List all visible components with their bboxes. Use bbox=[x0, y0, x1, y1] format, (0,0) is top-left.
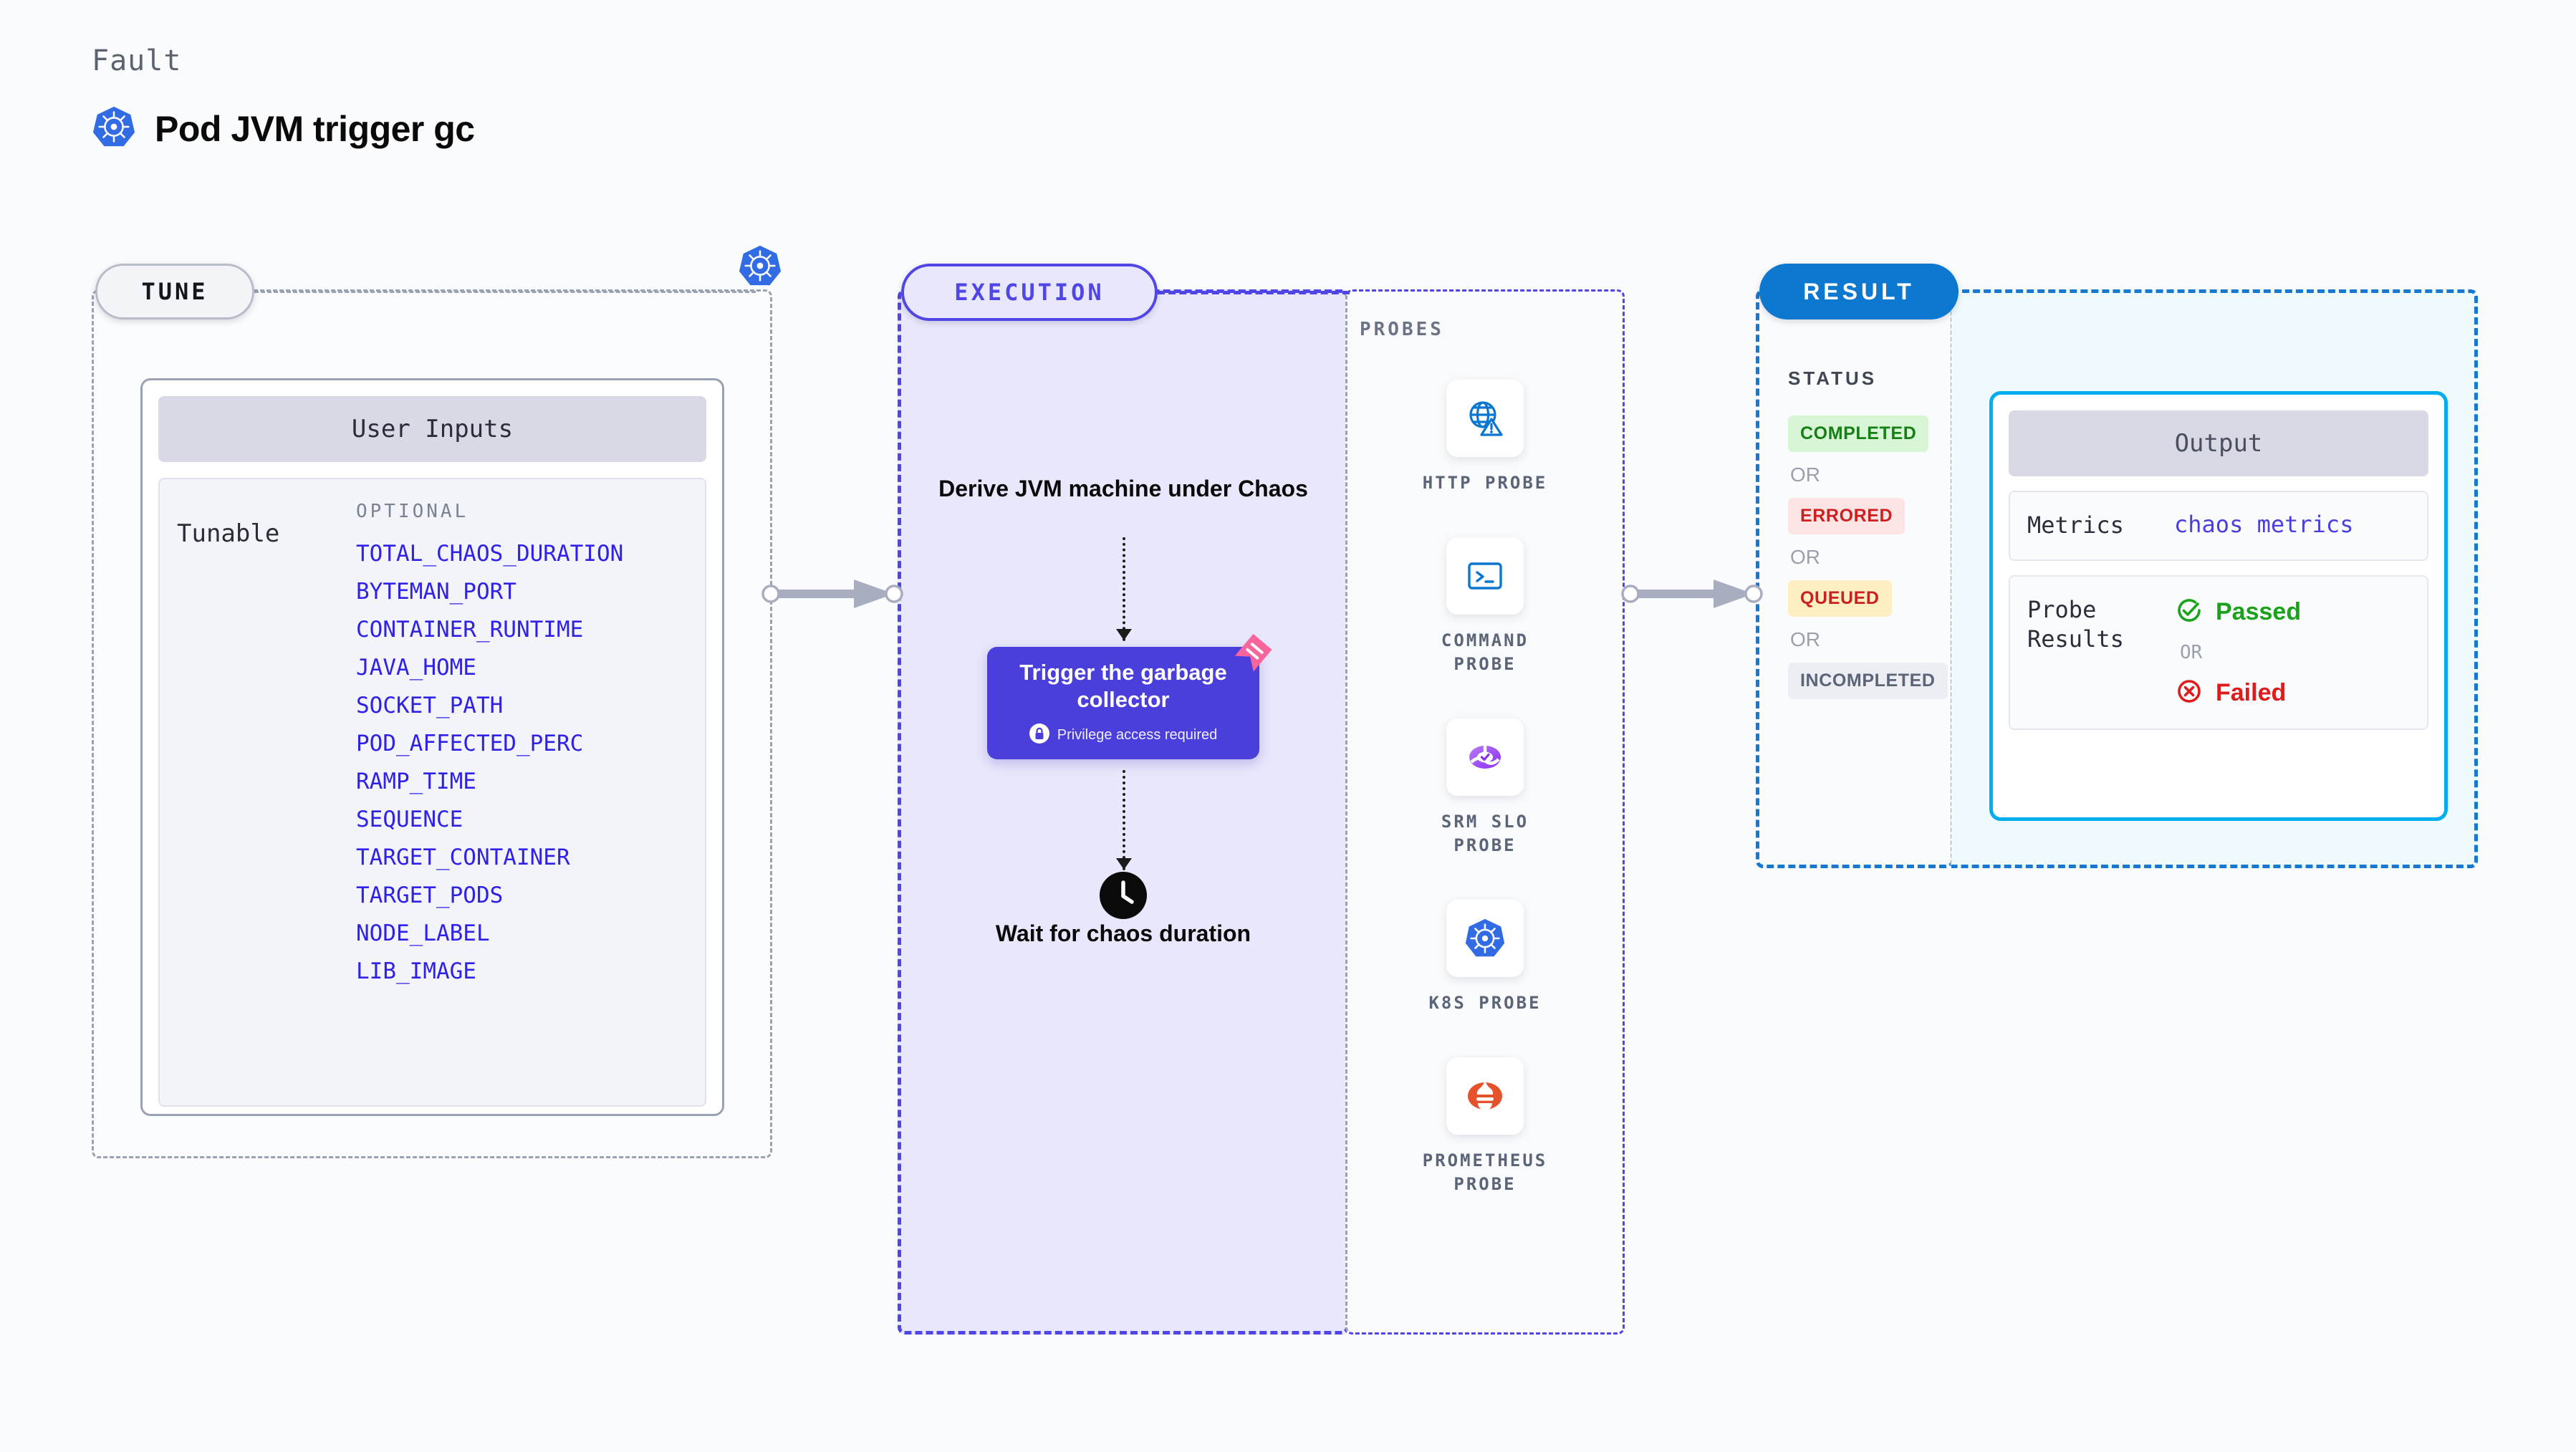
flow-arrowhead-1 bbox=[1116, 629, 1132, 640]
flow-connector-1 bbox=[1123, 537, 1125, 641]
result-status-panel bbox=[1756, 289, 1953, 868]
tunable-section: Tunable OPTIONAL TOTAL_CHAOS_DURATION BYT… bbox=[158, 478, 706, 1107]
kubernetes-icon bbox=[92, 105, 136, 153]
status-badge: INCOMPLETED bbox=[1788, 663, 1948, 699]
user-inputs-card: User Inputs Tunable OPTIONAL TOTAL_CHAOS… bbox=[140, 378, 724, 1116]
probe-label: SRM SLO PROBE bbox=[1441, 812, 1529, 855]
srm-slo-icon bbox=[1446, 718, 1524, 797]
probe-label: PROMETHEUS PROBE bbox=[1422, 1150, 1548, 1194]
page-title: Pod JVM trigger gc bbox=[155, 108, 475, 149]
x-circle-icon bbox=[2174, 676, 2204, 710]
tunable-param[interactable]: TARGET_CONTAINER bbox=[356, 845, 570, 870]
tune-stage-pill[interactable]: TUNE bbox=[95, 264, 254, 319]
execution-action-box[interactable]: Trigger the garbage collector Privilege … bbox=[987, 633, 1272, 759]
status-list: COMPLETED OR ERRORED OR QUEUED OR INCOMPLETED bbox=[1788, 415, 1948, 699]
action-box-title: Trigger the garbage collector bbox=[1019, 660, 1227, 712]
probe-item[interactable]: HTTP PROBE bbox=[1345, 380, 1625, 494]
tunable-param[interactable]: SOCKET_PATH bbox=[356, 693, 504, 718]
probes-list: HTTP PROBE COMMAND PROBE SRM SLO PROBE K… bbox=[1345, 380, 1625, 1239]
probe-results-row: Probe Results Passed OR bbox=[2009, 574, 2428, 730]
fault-eyebrow-label: Fault bbox=[92, 44, 182, 77]
lock-icon bbox=[1029, 723, 1049, 747]
flow-arrowhead-2 bbox=[1116, 858, 1132, 870]
metrics-key-label: Metrics bbox=[2027, 511, 2124, 539]
page-header: Fault Pod JVM trigger gc bbox=[92, 44, 475, 153]
clock-icon bbox=[1100, 872, 1147, 923]
probes-title: PROBES bbox=[1360, 319, 1444, 340]
probe-results-values: Passed OR Failed bbox=[2174, 595, 2301, 710]
execution-pill-dash bbox=[1158, 291, 1350, 294]
tunable-param[interactable]: POD_AFFECTED_PERC bbox=[356, 731, 584, 756]
status-badge: COMPLETED bbox=[1788, 415, 1929, 452]
optional-label: OPTIONAL bbox=[356, 501, 469, 522]
status-badge: QUEUED bbox=[1788, 580, 1892, 617]
metrics-value[interactable]: chaos metrics bbox=[2174, 511, 2354, 538]
title-row: Pod JVM trigger gc bbox=[92, 105, 475, 153]
probe-result-passed: Passed bbox=[2174, 595, 2301, 629]
probe-results-key-label: Probe Results bbox=[2027, 595, 2124, 653]
tunable-params-column: OPTIONAL TOTAL_CHAOS_DURATION BYTEMAN_POR… bbox=[356, 501, 623, 1084]
status-or-label: OR bbox=[1790, 546, 1820, 568]
status-or-label: OR bbox=[1790, 628, 1820, 650]
kubernetes-icon bbox=[1446, 899, 1524, 977]
tunable-param[interactable]: CONTAINER_RUNTIME bbox=[356, 617, 584, 643]
tunable-param[interactable]: TARGET_PODS bbox=[356, 883, 504, 908]
output-card: Output Metrics chaos metrics Probe Resul… bbox=[1989, 391, 2448, 821]
status-title: STATUS bbox=[1788, 367, 1878, 389]
globe-warning-icon bbox=[1446, 380, 1524, 457]
failed-label: Failed bbox=[2216, 678, 2287, 706]
probe-item[interactable]: PROMETHEUS PROBE bbox=[1345, 1057, 1625, 1196]
tunable-param[interactable]: LIB_IMAGE bbox=[356, 958, 476, 984]
execution-step-wait: Wait for chaos duration bbox=[995, 920, 1251, 946]
tunable-param[interactable]: NODE_LABEL bbox=[356, 920, 490, 946]
tunable-param[interactable]: RAMP_TIME bbox=[356, 769, 476, 794]
tunable-param[interactable]: JAVA_HOME bbox=[356, 655, 476, 681]
connector-tune-to-execution bbox=[761, 578, 904, 613]
passed-label: Passed bbox=[2216, 597, 2302, 625]
probe-result-or-label: OR bbox=[2180, 641, 2203, 663]
connector-execution-to-result bbox=[1620, 578, 1764, 613]
metrics-row: Metrics chaos metrics bbox=[2009, 491, 2428, 561]
tunable-param[interactable]: TOTAL_CHAOS_DURATION bbox=[356, 541, 624, 567]
tune-pill-dash bbox=[254, 291, 756, 293]
probe-item[interactable]: COMMAND PROBE bbox=[1345, 537, 1625, 675]
flow-connector-2 bbox=[1123, 770, 1125, 870]
output-title: Output bbox=[2009, 410, 2428, 476]
probe-label: HTTP PROBE bbox=[1422, 473, 1548, 493]
tunable-params-list: TOTAL_CHAOS_DURATION BYTEMAN_PORT CONTAINE… bbox=[356, 535, 623, 991]
probe-label: K8S PROBE bbox=[1428, 992, 1542, 1013]
probe-label: COMMAND PROBE bbox=[1441, 630, 1529, 674]
probe-item[interactable]: SRM SLO PROBE bbox=[1345, 718, 1625, 857]
tune-kubernetes-icon bbox=[738, 244, 782, 292]
privilege-note-row: Privilege access required bbox=[1029, 723, 1217, 747]
check-circle-icon bbox=[2174, 595, 2204, 629]
execution-stage-pill[interactable]: EXECUTION bbox=[901, 264, 1158, 321]
tunable-param[interactable]: SEQUENCE bbox=[356, 807, 463, 832]
execution-step-derive-jvm: Derive JVM machine under Chaos bbox=[938, 476, 1308, 501]
status-badge: ERRORED bbox=[1788, 498, 1905, 534]
tunable-param[interactable]: BYTEMAN_PORT bbox=[356, 579, 516, 605]
probe-item[interactable]: K8S PROBE bbox=[1345, 899, 1625, 1014]
terminal-icon bbox=[1446, 537, 1524, 615]
user-inputs-title: User Inputs bbox=[158, 396, 706, 462]
probes-panel bbox=[1345, 289, 1625, 1335]
probe-result-failed: Failed bbox=[2174, 676, 2301, 710]
ribbon-badge-icon bbox=[1231, 631, 1275, 679]
tunable-row-label: Tunable bbox=[177, 519, 280, 548]
privilege-note-text: Privilege access required bbox=[1057, 726, 1218, 743]
prometheus-icon bbox=[1446, 1057, 1524, 1135]
result-stage-pill[interactable]: RESULT bbox=[1759, 264, 1959, 319]
status-or-label: OR bbox=[1790, 463, 1820, 486]
